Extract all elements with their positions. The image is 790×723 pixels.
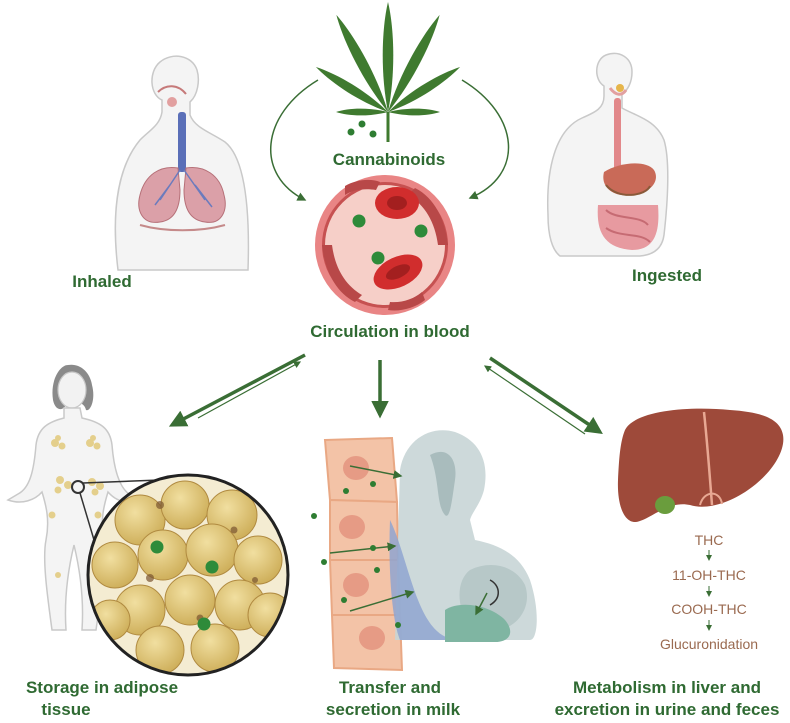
label-transfer-line2: secretion in milk: [326, 700, 461, 719]
label-metabolism-line1: Metabolism in liver and: [573, 678, 761, 697]
digestive-system-icon: [546, 52, 669, 257]
label-inhaled: Inhaled: [72, 272, 132, 291]
arrow-inhaled-to-blood: [270, 79, 319, 201]
lungs-icon: [114, 55, 250, 271]
cannabinoid-dots: [347, 120, 377, 138]
metabolite-thc: THC: [695, 532, 724, 548]
label-storage-line2: tissue: [41, 700, 90, 719]
arrow-ingested-to-blood: [461, 79, 510, 200]
label-ingested: Ingested: [632, 266, 702, 285]
label-metabolism-line2: excretion in urine and feces: [555, 700, 780, 719]
label-circulation: Circulation in blood: [310, 322, 470, 341]
arrow-blood-adipose-bidirectional: [168, 353, 306, 427]
label-cannabinoids: Cannabinoids: [333, 150, 445, 169]
woman-body-icon: [6, 364, 142, 631]
zoom-line-upper: [82, 479, 161, 484]
adipose-cells-icon: [86, 473, 290, 677]
arrow-blood-liver-bidirectional: [484, 356, 603, 435]
milk-transfer-arrows: [329, 465, 488, 616]
metabolite-cooh-thc: COOH-THC: [671, 601, 746, 617]
label-transfer-line1: Transfer and: [339, 678, 441, 697]
liver-icon: [617, 408, 784, 523]
breastfeeding-icon: [389, 430, 537, 642]
cannabinoid-dots-milk: [311, 481, 401, 628]
label-storage-line1: Storage in adipose: [26, 678, 178, 697]
metabolite-glucuronidation: Glucuronidation: [660, 636, 758, 652]
cannabis-leaf-icon: [315, 2, 461, 142]
metabolite-11-oh-thc: 11-OH-THC: [672, 567, 746, 583]
blood-vessel-icon: [315, 175, 455, 315]
